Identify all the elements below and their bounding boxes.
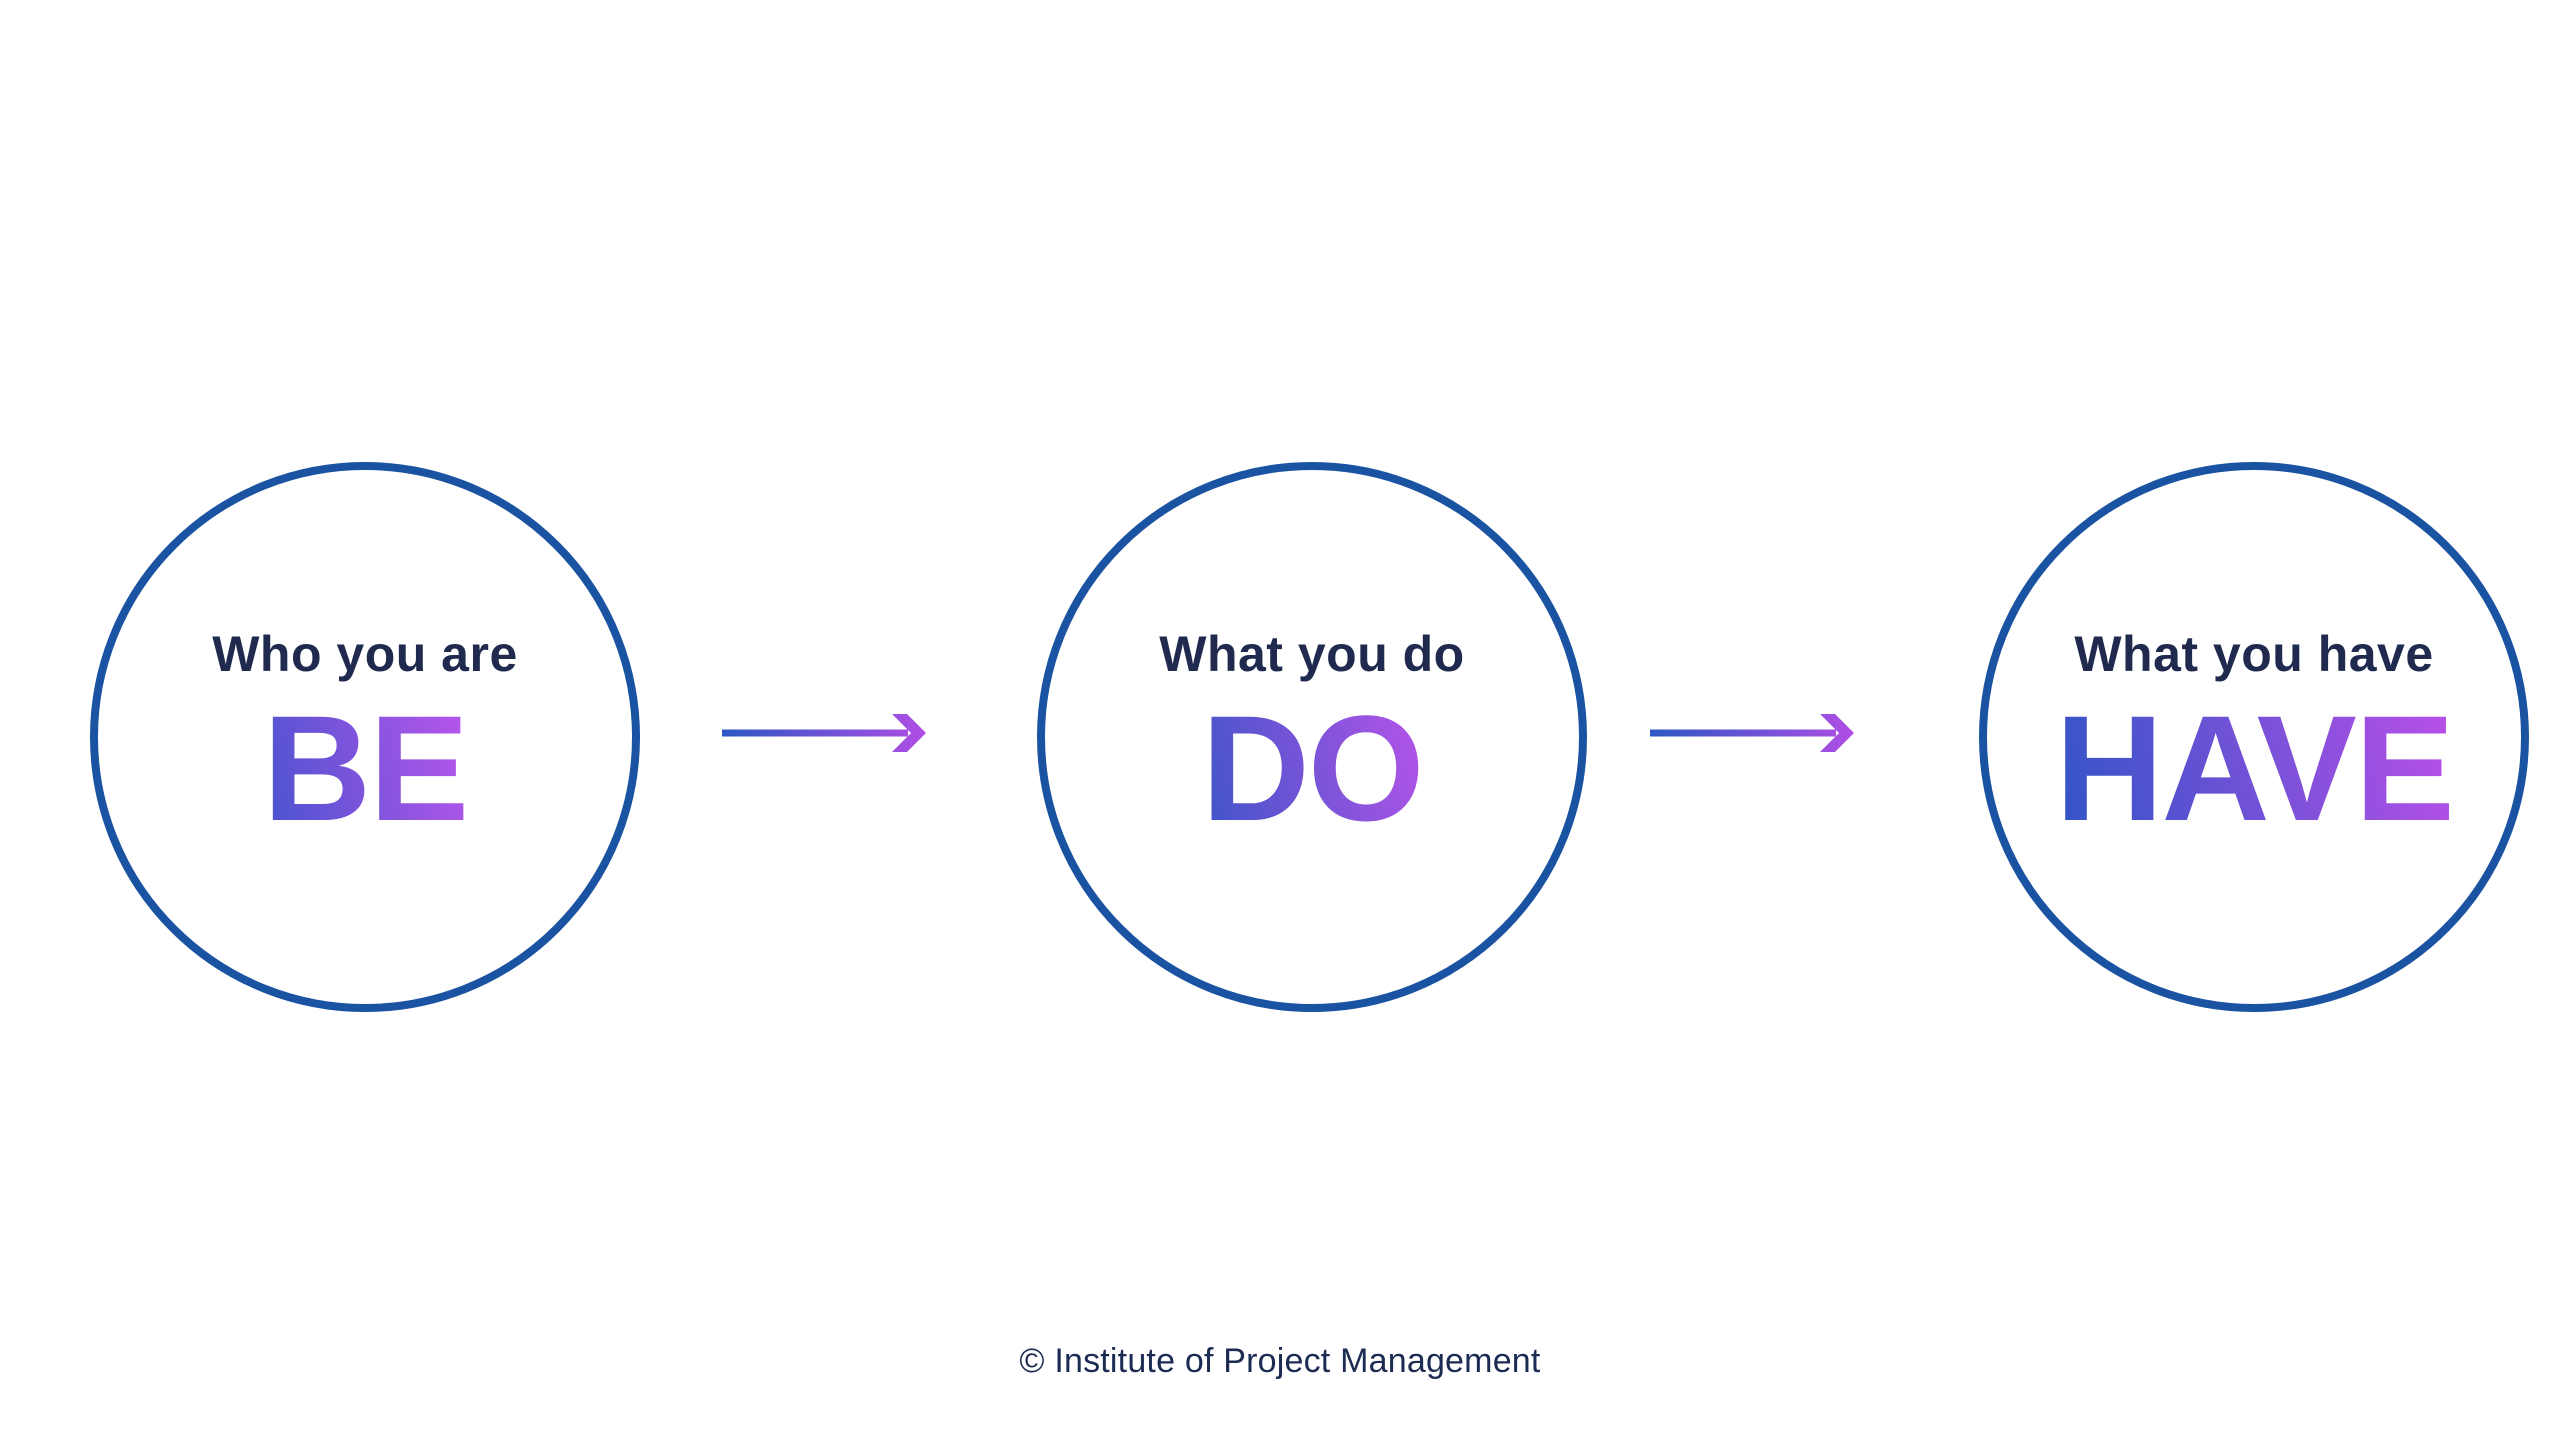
circle-be: Who you are BE: [90, 462, 640, 1012]
circle-have-word: HAVE: [2055, 683, 2455, 852]
copyright-text: © Institute of Project Management: [1019, 1342, 1541, 1380]
arrow-right-icon: [1650, 714, 1854, 752]
circle-have-label: What you have: [2074, 626, 2434, 683]
circle-have: What you have HAVE: [1979, 462, 2529, 1012]
circle-do-label: What you do: [1159, 626, 1465, 683]
circle-be-label: Who you are: [212, 626, 518, 683]
circle-do-word: DO: [1201, 683, 1425, 852]
circle-do: What you do DO: [1037, 462, 1587, 1012]
circle-be-word: BE: [262, 683, 469, 852]
arrow-right-icon: [722, 714, 926, 752]
